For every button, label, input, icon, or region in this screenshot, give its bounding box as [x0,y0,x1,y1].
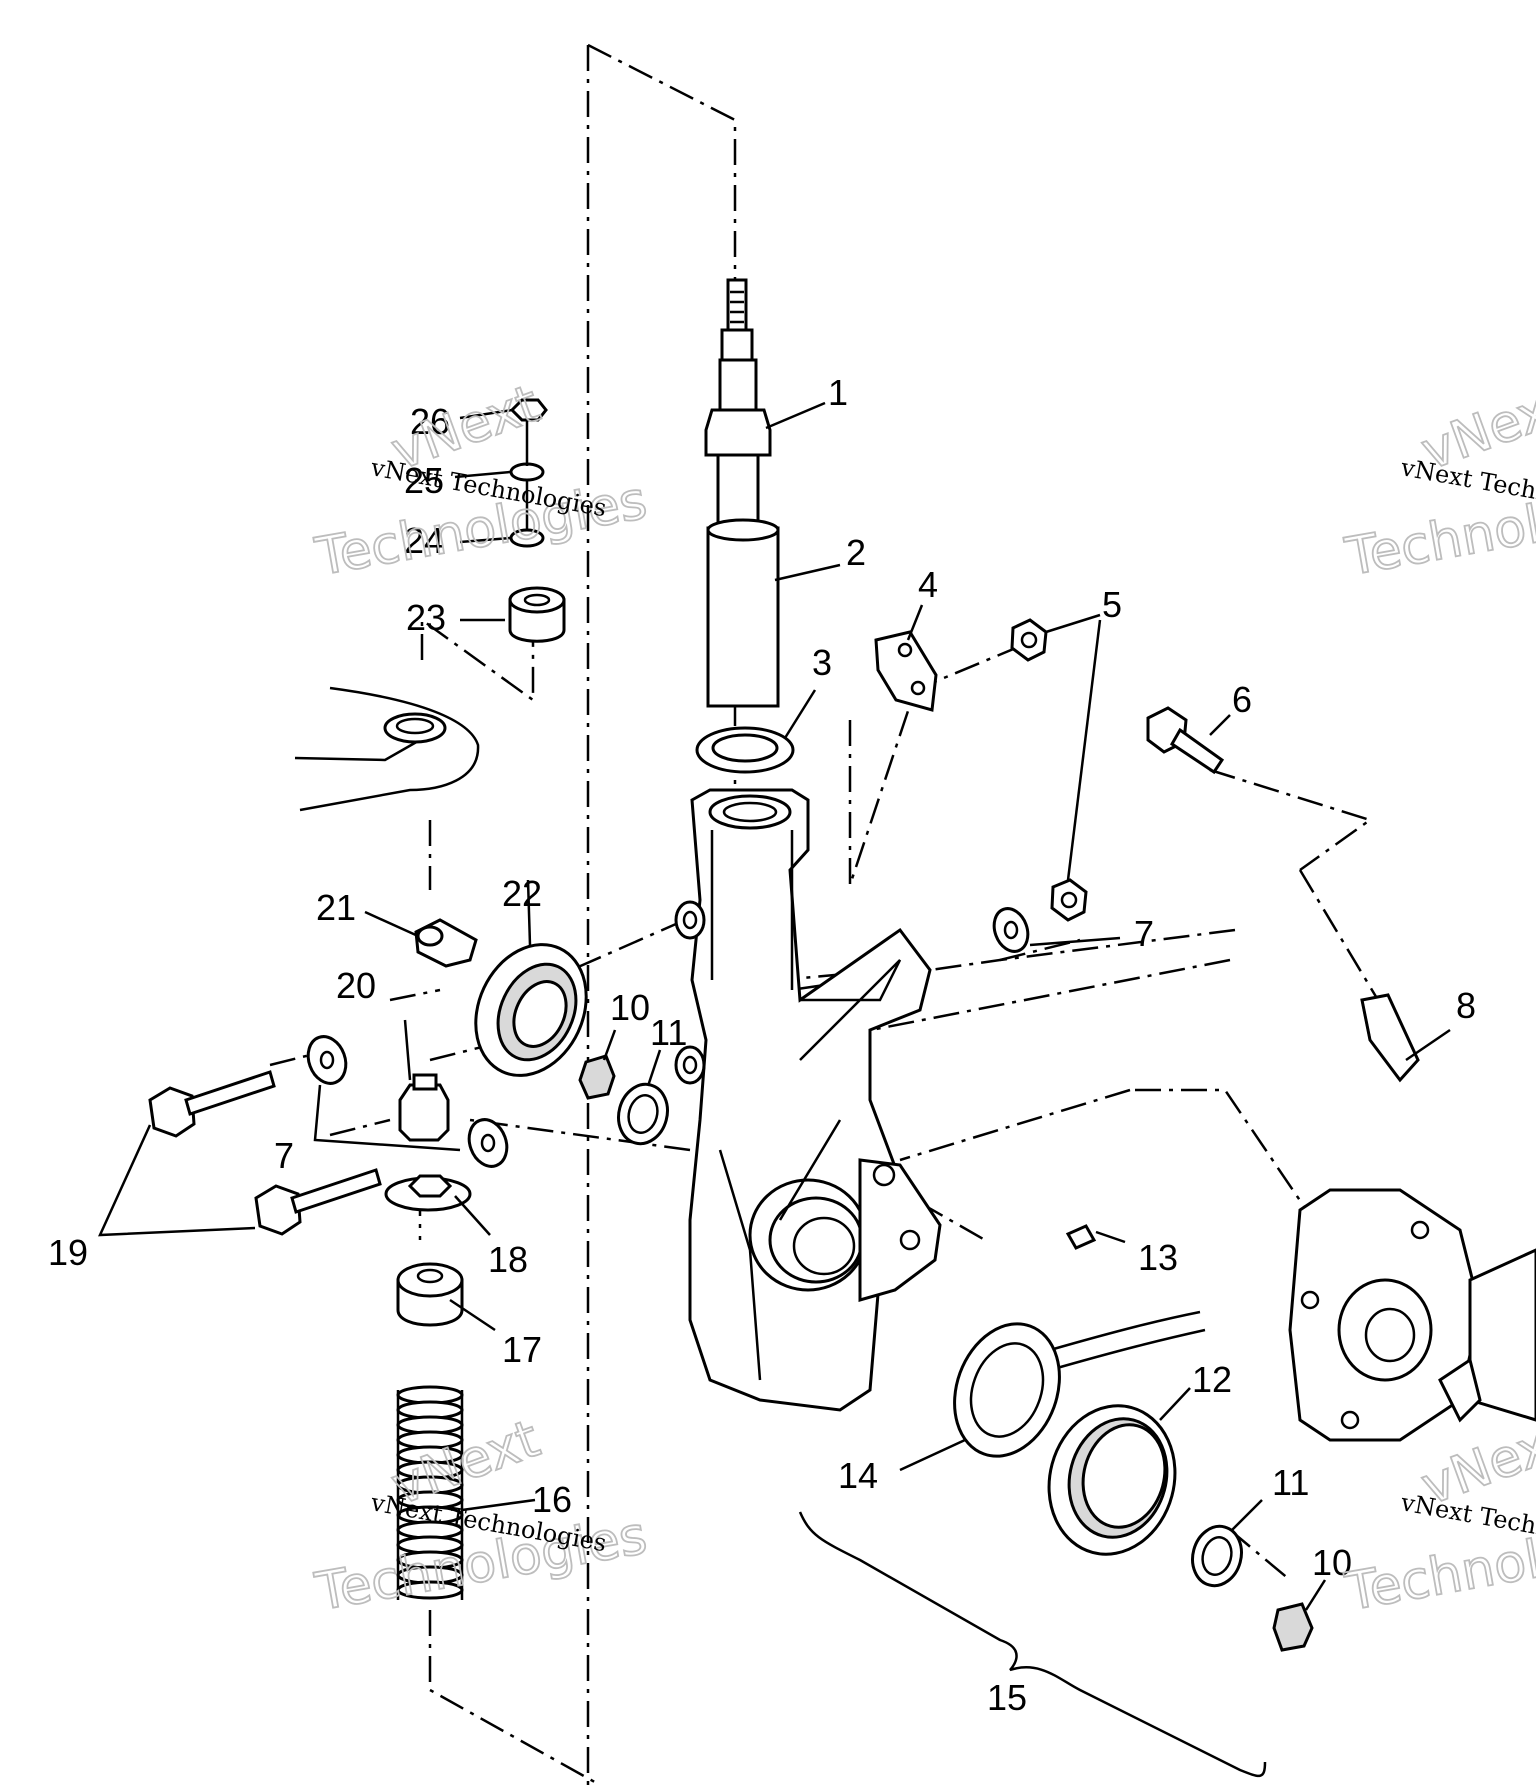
callout-8: 8 [1456,985,1476,1026]
part-hub-assembly [1288,1188,1536,1442]
watermark-top-right: vNext Technologies vNext Technologies [1340,373,1536,589]
callout-20: 20 [336,965,376,1006]
callout-6: 6 [1232,679,1252,720]
callout-4: 4 [918,564,938,605]
part-spindle-knuckle [674,788,942,1412]
callout-15: 15 [987,1677,1027,1718]
part-wedge-block [1360,993,1420,1083]
callout-26: 26 [410,401,450,442]
callout-11-upper: 11 [650,1012,687,1053]
part-fitting-20 [398,1073,450,1142]
callout-18: 18 [488,1239,528,1280]
part-pin-21 [414,918,478,968]
callout-1: 1 [828,372,848,413]
spring-coil [396,1580,464,1600]
callout-labels: 1 2 3 4 5 6 7 7 8 10 10 11 11 12 13 14 1… [48,372,1476,1718]
callout-22: 22 [502,873,542,914]
part-a-arm-fragment [294,686,480,812]
callout-24: 24 [404,520,444,561]
callout-10-lower: 10 [1312,1542,1352,1583]
part-cone-nut [578,1054,1314,1652]
part-flange-nut [384,1174,472,1212]
callout-13: 13 [1138,1237,1178,1278]
part-washers-7 [306,907,1030,1168]
callout-12: 12 [1192,1359,1232,1400]
part-nuts [1010,613,1102,922]
part-coil-spring [396,1385,464,1600]
callout-17: 17 [502,1329,542,1370]
part-bushing-sleeve [706,518,780,708]
watermark-top-left: vNext Technologies vNext Technologies [310,373,652,589]
leader-lines [364,401,1451,1611]
part-bearing-races [617,1082,1243,1588]
part-bracket-plate [874,630,938,712]
callout-2: 2 [846,532,866,573]
group-bracket-15 [798,1511,1267,1777]
part-bolt-6 [1146,706,1225,775]
callout-16: 16 [532,1479,572,1520]
callout-5: 5 [1102,584,1122,625]
callout-7-right: 7 [1134,913,1154,954]
callout-14: 14 [838,1455,878,1496]
part-bearing-cup [1047,1404,1177,1556]
callout-11-lower: 11 [1272,1462,1309,1503]
part-bolts-19 [98,1070,382,1237]
watermark-bottom-left: vNext Technologies vNext Technologies [310,1408,652,1624]
callout-3: 3 [812,642,832,683]
part-seal-ring [953,1322,1061,1458]
part-seal-22 [474,943,588,1077]
callout-10-upper: 10 [610,987,650,1028]
callout-21: 21 [316,887,356,928]
callout-7-left: 7 [274,1135,294,1176]
part-bushing-17 [396,1262,464,1327]
callout-19: 19 [48,1232,88,1273]
part-thrust-washer [695,726,795,774]
callout-25: 25 [404,460,444,501]
part-stack-23-26 [508,398,566,643]
part-shaft [704,278,772,537]
callout-23: 23 [406,597,446,638]
part-wire-clip [1049,1224,1206,1372]
